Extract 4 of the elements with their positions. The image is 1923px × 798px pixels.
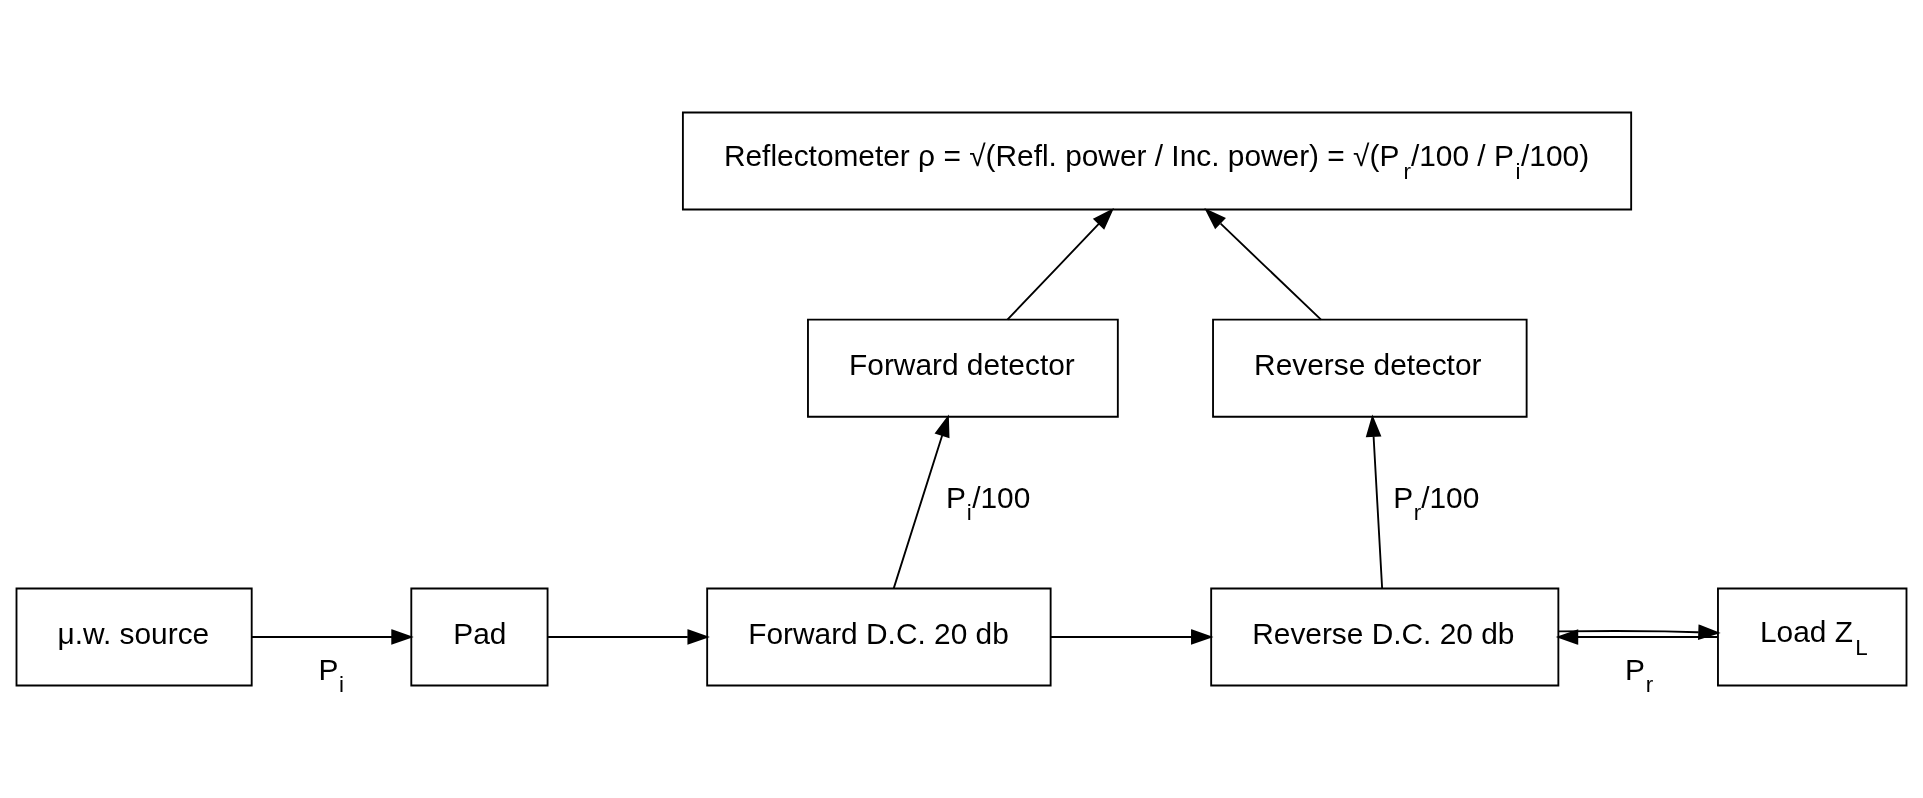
edge-label: P$_{r}$: [1625, 652, 1654, 698]
edge-label: P$_{r}$/100: [1393, 480, 1480, 526]
edge-label: P$_{i}$: [318, 652, 344, 698]
edge-label: P$_{i}$/100: [946, 480, 1031, 526]
